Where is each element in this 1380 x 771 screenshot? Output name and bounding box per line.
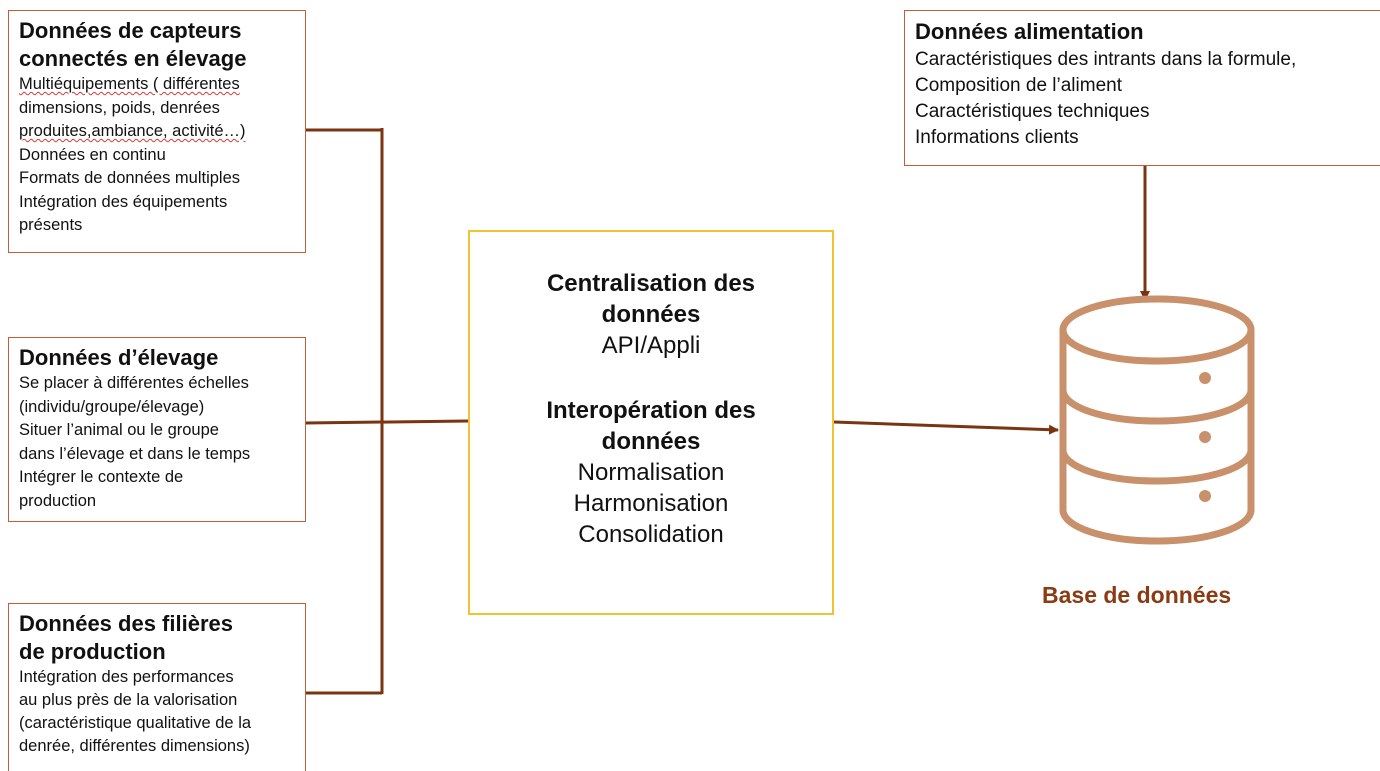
elevage-line-3: Situer l’animal ou le groupe (19, 421, 219, 439)
database-label: Base de données (1042, 582, 1232, 608)
centralization-box: Centralisation des données API/Appli Int… (468, 230, 834, 615)
database-icon (1059, 295, 1255, 545)
sensors-line-3: produites,ambiance, activité…) (19, 122, 246, 140)
central-item-1: Normalisation (577, 459, 725, 486)
filieres-line-3: (caractéristique qualitative de la (19, 714, 252, 732)
sensors-data-box: Données de capteurs connectés en élevage… (8, 10, 306, 253)
aliment-line-2: Composition de l’aliment (915, 75, 1122, 96)
filieres-title-1: Données des filières (19, 611, 233, 636)
aliment-data-box: Données alimentation Caractéristiques de… (904, 10, 1380, 166)
central-spacer (470, 361, 832, 395)
sensors-title-1: Données de capteurs (19, 18, 242, 43)
sensors-line-2: dimensions, poids, denrées (19, 98, 220, 117)
central-item-2: Harmonisation (573, 490, 729, 517)
sensors-line-5: Formats de données multiples (19, 169, 241, 187)
connector-elevage-to-central (305, 419, 469, 425)
elevage-line-2: (individu/groupe/élevage) (19, 397, 205, 416)
filieres-line-4: denrée, différentes dimensions) (19, 737, 250, 755)
sensors-line-7: présents (19, 216, 83, 234)
arrow-central-to-database (833, 420, 1059, 435)
elevage-line-1: Se placer à différentes échelles (19, 374, 249, 392)
sensors-line-6: Intégration des équipements (19, 192, 228, 211)
sensors-title-2: connectés en élevage (19, 46, 247, 71)
elevage-line-4: dans l’élevage et dans le temps (19, 444, 251, 463)
filieres-line-1: Intégration des performances (19, 668, 234, 686)
central-sub-1: API/Appli (601, 332, 701, 359)
central-title-2b: données (601, 428, 701, 455)
elevage-title: Données d’élevage (19, 345, 219, 370)
filieres-line-2: au plus près de la valorisation (19, 691, 238, 709)
aliment-line-3: Caractéristiques techniques (915, 101, 1150, 122)
aliment-title: Données alimentation (915, 19, 1144, 44)
sensors-line-1: Multiéquipements ( différentes (19, 75, 240, 93)
aliment-line-1: Caractéristiques des intrants dans la fo… (915, 49, 1297, 70)
aliment-line-4: Informations clients (915, 127, 1079, 148)
filieres-title-2: de production (19, 639, 166, 664)
central-title-1a: Centralisation des (546, 270, 756, 297)
central-item-3: Consolidation (578, 521, 724, 548)
central-title-1b: données (601, 301, 701, 328)
elevage-line-5: Intégrer le contexte de (19, 468, 184, 486)
elevage-data-box: Données d’élevage Se placer à différente… (8, 337, 306, 522)
elevage-line-6: production (19, 491, 97, 510)
central-title-2a: Interopération des (546, 397, 756, 424)
sensors-line-4: Données en continu (19, 145, 166, 164)
filieres-data-box: Données des filières de production Intég… (8, 603, 306, 771)
